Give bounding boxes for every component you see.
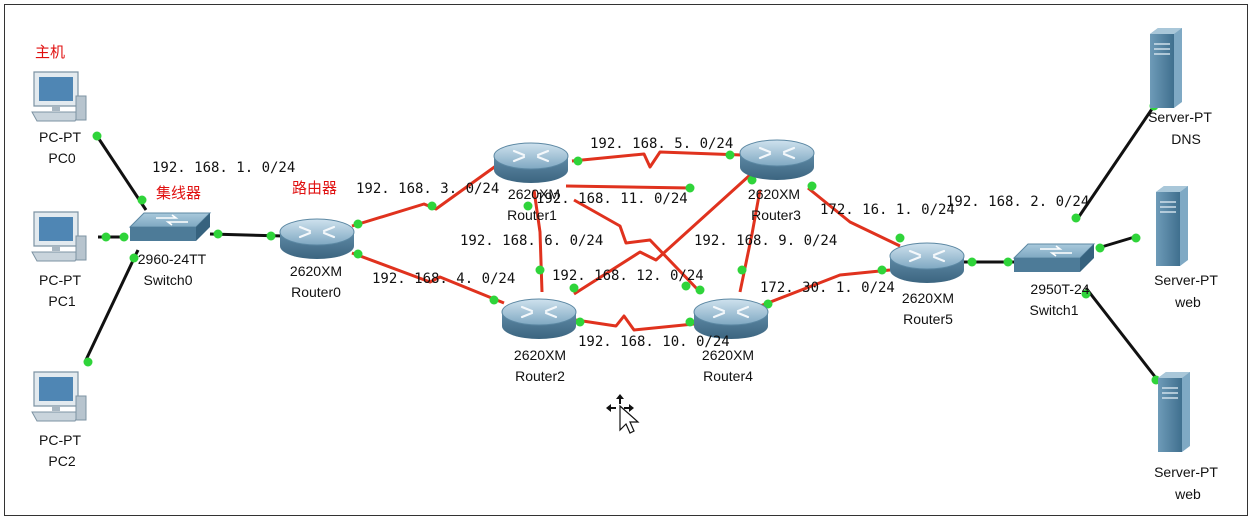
switch1-model-label: 2950T-24: [1030, 281, 1089, 297]
router0[interactable]: [278, 217, 356, 261]
move-cursor-icon: [606, 394, 640, 434]
link-status-dots: [83, 101, 1161, 385]
link-router1-router3: [571, 150, 743, 169]
router1-name-label: Router1: [507, 207, 557, 223]
router-icon: [492, 141, 570, 185]
router2-model-label: 2620XM: [514, 347, 566, 363]
router4[interactable]: [692, 297, 770, 341]
server-dns-name-label: DNS: [1171, 131, 1201, 147]
server-web1-name-label: web: [1174, 294, 1201, 310]
link-pc0-switch0: [93, 132, 148, 211]
switch-icon: [129, 212, 211, 242]
network-label-5: 192. 168. 5. 0/24: [590, 136, 733, 152]
link-router0-router2: [351, 251, 505, 305]
network-label-3: 192. 168. 3. 0/24: [356, 181, 499, 197]
router-icon: [888, 241, 966, 285]
network-label-16: 172. 16. 1. 0/24: [820, 202, 955, 218]
pc0[interactable]: [31, 71, 87, 122]
link-router2-router3: [573, 173, 752, 296]
link-router1-router4: [573, 198, 702, 294]
desktop-pc-icon: [31, 211, 87, 262]
server-icon: [1149, 27, 1183, 109]
switch-icon: [1013, 243, 1095, 273]
router-icon: [500, 297, 578, 341]
router5-model-label: 2620XM: [902, 290, 954, 306]
link-switch1-server-web2: [1084, 287, 1158, 379]
router4-model-label: 2620XM: [702, 347, 754, 363]
server-icon: [1155, 185, 1189, 267]
pc0-model-label: PC-PT: [39, 129, 81, 145]
network-label-6: 192. 168. 6. 0/24: [460, 233, 603, 249]
annotation-hub: 集线器: [156, 184, 201, 202]
server-web2-model-label: Server-PT: [1154, 464, 1218, 480]
router3-model-label: 2620XM: [748, 186, 800, 202]
switch1-name-label: Switch1: [1029, 302, 1078, 318]
server-dns-model-label: Server-PT: [1148, 109, 1212, 125]
router2-name-label: Router2: [515, 368, 565, 384]
server-web2-name-label: web: [1174, 486, 1201, 502]
desktop-pc-icon: [31, 71, 87, 122]
server-web2[interactable]: [1157, 371, 1191, 453]
link-pc2-switch0: [83, 249, 140, 363]
annotation-router: 路由器: [292, 179, 337, 197]
server-web1-model-label: Server-PT: [1154, 272, 1218, 288]
router-icon: [692, 297, 770, 341]
router0-name-label: Router0: [291, 284, 341, 300]
network-label-10: 192. 168. 10. 0/24: [578, 334, 730, 350]
router3[interactable]: [738, 138, 816, 182]
network-label-30: 172. 30. 1. 0/24: [760, 280, 895, 296]
switch0-model-label: 2960-24TT: [138, 251, 207, 267]
network-label-9: 192. 168. 9. 0/24: [694, 233, 837, 249]
network-label-12: 192. 168. 12. 0/24: [552, 268, 704, 284]
pc1-model-label: PC-PT: [39, 272, 81, 288]
switch0-name-label: Switch0: [143, 272, 192, 288]
link-router2-router4: [575, 314, 695, 332]
pc2-name-label: PC2: [48, 453, 75, 469]
pc1[interactable]: [31, 211, 87, 262]
router1-model-label: 2620XM: [508, 186, 560, 202]
server-icon: [1157, 371, 1191, 453]
server-dns[interactable]: [1149, 27, 1183, 109]
pc1-name-label: PC1: [48, 293, 75, 309]
link-router3-router5: [807, 186, 901, 248]
pc2-model-label: PC-PT: [39, 432, 81, 448]
router-icon: [278, 217, 356, 261]
switch1[interactable]: [1013, 243, 1095, 273]
router5-name-label: Router5: [903, 311, 953, 327]
router2[interactable]: [500, 297, 578, 341]
pc0-name-label: PC0: [48, 150, 75, 166]
network-label-1: 192. 168. 1. 0/24: [152, 160, 295, 176]
router1[interactable]: [492, 141, 570, 185]
network-label-4: 192. 168. 4. 0/24: [372, 271, 515, 287]
network-label-2: 192. 168. 2. 0/24: [946, 194, 1089, 210]
link-switch1-server-dns: [1076, 105, 1156, 219]
link-router1-router4-upper: [565, 184, 691, 190]
router5[interactable]: [888, 241, 966, 285]
switch0[interactable]: [129, 212, 211, 242]
desktop-pc-icon: [31, 371, 87, 422]
server-web1[interactable]: [1155, 185, 1189, 267]
link-switch1-server-web1: [1097, 234, 1139, 250]
router-icon: [738, 138, 816, 182]
router4-name-label: Router4: [703, 368, 753, 384]
router3-name-label: Router3: [751, 207, 801, 223]
network-label-11: 192. 168. 11. 0/24: [536, 191, 688, 207]
pc2[interactable]: [31, 371, 87, 422]
router0-model-label: 2620XM: [290, 263, 342, 279]
link-router4-router5: [759, 268, 891, 308]
annotation-host: 主机: [35, 43, 65, 61]
